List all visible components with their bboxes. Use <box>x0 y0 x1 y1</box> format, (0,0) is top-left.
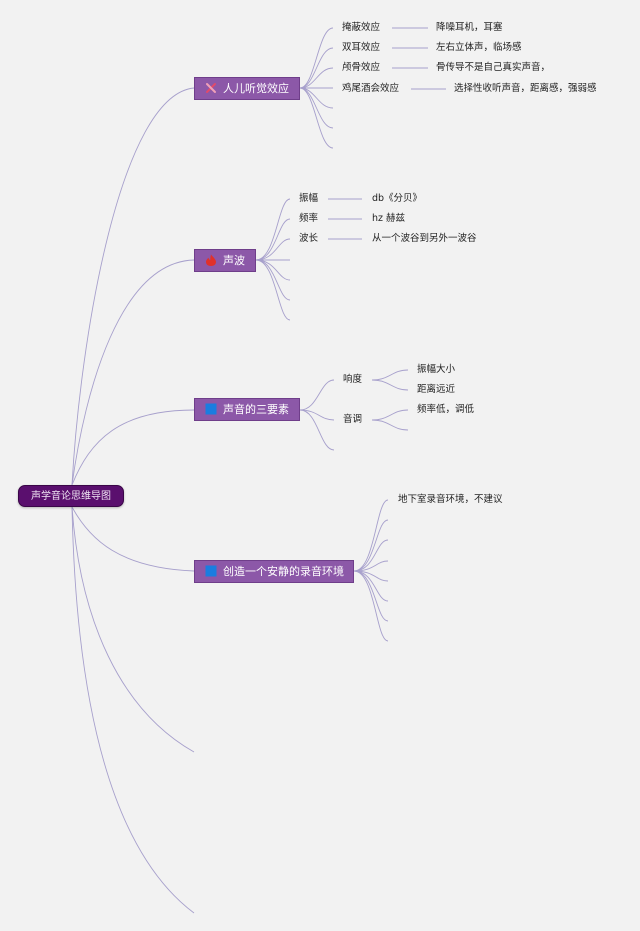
branch-label: 人儿听觉效应 <box>223 82 289 95</box>
leaf-note[interactable]: hz 赫兹 <box>372 213 406 224</box>
branch-label: 声波 <box>223 254 245 267</box>
leaf-binaural-effect[interactable]: 双耳效应 <box>342 42 381 53</box>
leaf-note[interactable]: 从一个波谷到另外一波谷 <box>372 233 477 244</box>
blue-square-icon <box>205 401 217 415</box>
root-topic-label: 声学音论思维导图 <box>31 491 111 502</box>
leaf-wavelength[interactable]: 波长 <box>299 233 319 244</box>
leaf-amplitude[interactable]: 振幅 <box>299 193 319 204</box>
branch-three-elements[interactable]: 声音的三要素 <box>194 398 300 421</box>
leaf-sub[interactable]: 距离远近 <box>417 384 456 395</box>
leaf-frequency[interactable]: 频率 <box>299 213 319 224</box>
leaf-note[interactable]: 选择性收听声音，距离感，强弱感 <box>454 83 597 94</box>
branch-sound-wave[interactable]: 声波 <box>194 249 256 272</box>
leaf-skull-effect[interactable]: 颅骨效应 <box>342 62 381 73</box>
leaf-note[interactable]: db《分贝》 <box>372 193 423 204</box>
leaf-sub[interactable]: 振幅大小 <box>417 364 456 375</box>
tools-icon <box>205 80 217 93</box>
leaf-masking-effect[interactable]: 掩蔽效应 <box>342 22 381 33</box>
branch-label: 声音的三要素 <box>223 403 289 416</box>
root-topic[interactable]: 声学音论思维导图 <box>18 485 124 507</box>
branch-label: 创造一个安静的录音环境 <box>223 565 344 578</box>
leaf-cocktail-party-effect[interactable]: 鸡尾酒会效应 <box>342 83 400 94</box>
branch-quiet-recording[interactable]: 创造一个安静的录音环境 <box>194 560 354 583</box>
leaf-sub[interactable]: 频率低，调低 <box>417 404 475 415</box>
leaf-basement-recording[interactable]: 地下室录音环境，不建议 <box>398 494 503 505</box>
leaf-note[interactable]: 骨传导不是自己真实声音， <box>436 62 551 73</box>
branch-auditory-effects[interactable]: 人儿听觉效应 <box>194 77 300 100</box>
leaf-note[interactable]: 左右立体声，临场感 <box>436 42 522 53</box>
fire-icon <box>205 252 217 266</box>
leaf-note[interactable]: 降噪耳机，耳塞 <box>436 22 503 33</box>
leaf-pitch[interactable]: 音调 <box>343 414 363 425</box>
leaf-loudness[interactable]: 响度 <box>343 374 363 385</box>
blue-square-icon <box>205 563 217 577</box>
